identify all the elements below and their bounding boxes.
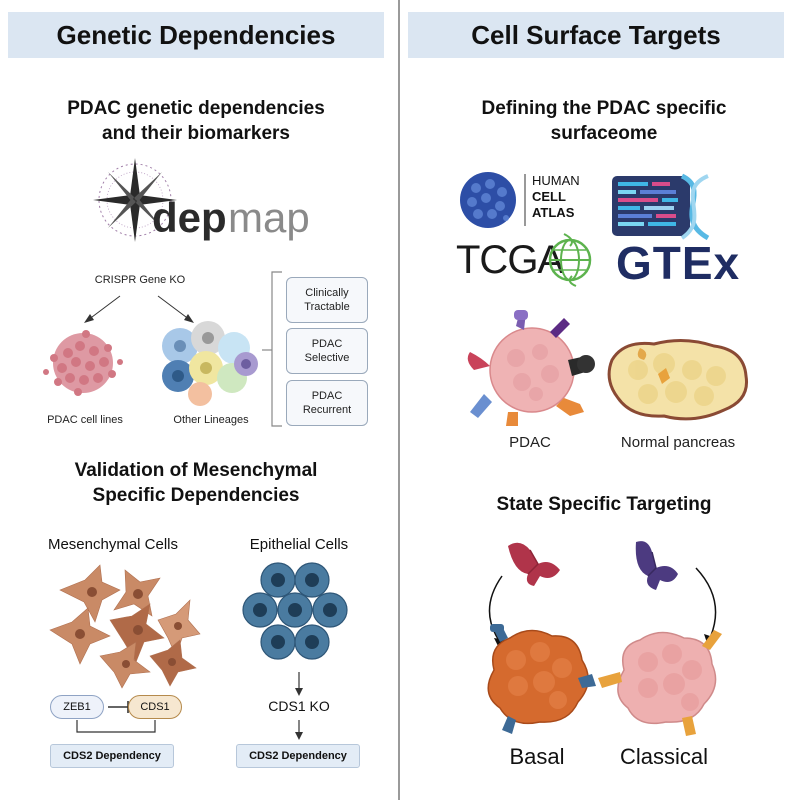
pdac-tumor-illustration [467, 310, 595, 426]
tcga-logo-text: TCGA [456, 238, 564, 282]
genetic-dependencies-panel: Genetic Dependencies PDAC genetic depend… [0, 0, 392, 800]
validation-heading: Validation of Mesenchymal Specific Depen… [0, 458, 392, 508]
cds1-pill: CDS1 [128, 695, 182, 719]
basal-tumor-illustration [487, 624, 596, 734]
crispr-arrows [84, 295, 194, 323]
pdac-label: PDAC [509, 434, 551, 451]
panel-divider [398, 0, 400, 800]
state-specific-heading: State Specific Targeting [496, 494, 712, 515]
surfaceome-heading: Defining the PDAC specific surfaceome [408, 96, 800, 146]
normal-pancreas-illustration [607, 339, 749, 421]
human-cell-atlas-globe-icon [460, 172, 516, 228]
genetic-dependencies-header: Genetic Dependencies [8, 12, 384, 58]
crispr-label: CRISPR Gene KO [94, 274, 186, 286]
validation-heading-line1: Validation of Mesenchymal [74, 460, 318, 481]
epithelial-cells-illustration [242, 562, 348, 660]
pdac-cell-lines-cluster [43, 330, 123, 396]
human-cell-atlas-text: HUMAN CELL ATLAS [532, 173, 580, 220]
mesenchymal-cells-title: Mesenchymal Cells [47, 536, 179, 553]
antibody-red-icon [508, 542, 560, 586]
cell-surface-targets-panel: Cell Surface Targets Defining the PDAC s… [408, 0, 800, 800]
validation-heading-line2: Specific Dependencies [92, 485, 300, 506]
pdac-cell-lines-label: PDAC cell lines [47, 414, 123, 426]
epithelial-down-arrow-2 [295, 720, 303, 740]
depmap-logo-map: map [228, 194, 310, 241]
epithelial-cells-title: Epithelial Cells [249, 536, 349, 553]
depmap-heading: PDAC genetic dependencies and their biom… [0, 96, 392, 146]
basal-label: Basal [509, 744, 565, 769]
surfaceome-heading-line2: surfaceome [550, 123, 658, 144]
depmap-compass-icon [93, 158, 177, 242]
cds1-ko-label: CDS1 KO [268, 698, 330, 714]
mesenchymal-cells-illustration [49, 564, 201, 689]
gtex-dna-icon [612, 173, 710, 241]
surfaceome-heading-line1: Defining the PDAC specific [481, 98, 727, 119]
other-lineages-label: Other Lineages [173, 414, 249, 426]
antibody-purple-icon [635, 541, 678, 590]
depmap-heading-line1: PDAC genetic dependencies [67, 98, 325, 119]
depmap-logo-dep: dep [152, 194, 227, 241]
cds2-dependency-left: CDS2 Dependency [50, 744, 174, 768]
classical-tumor-illustration [598, 630, 722, 736]
gtex-logo-text: GTEx [616, 237, 741, 289]
depmap-heading-line2: and their biomarkers [102, 123, 290, 144]
hca-divider [524, 174, 526, 226]
classical-label: Classical [619, 744, 709, 769]
epithelial-down-arrow-1 [295, 672, 303, 696]
other-lineages-cluster [162, 321, 258, 406]
normal-pancreas-label: Normal pancreas [620, 434, 736, 451]
zeb1-pill: ZEB1 [50, 695, 104, 719]
criteria-bracket [262, 271, 282, 427]
cell-surface-targets-header: Cell Surface Targets [408, 12, 784, 58]
cds2-dependency-right: CDS2 Dependency [236, 744, 360, 768]
depmap-logo: dep map [93, 158, 310, 242]
zeb1-cds1-bracket [76, 720, 156, 733]
tcga-globe-icon [548, 233, 592, 287]
